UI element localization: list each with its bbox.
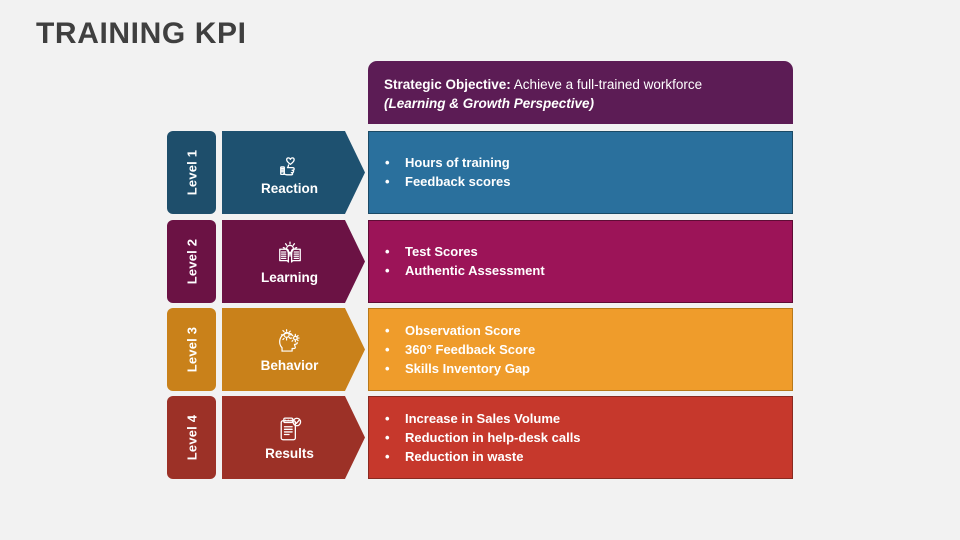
kpi-row: Level 1 Reaction • Hours of training • Fee… bbox=[167, 131, 793, 214]
bullet-text: Reduction in waste bbox=[405, 448, 524, 464]
level-label: Level 1 bbox=[184, 149, 199, 196]
stage-name: Results bbox=[265, 446, 314, 461]
clipboard-check-icon bbox=[277, 416, 301, 441]
bullet-glyph: • bbox=[385, 262, 390, 278]
bullet-glyph: • bbox=[385, 154, 390, 170]
objective-line-1: Strategic Objective: Achieve a full-trai… bbox=[384, 76, 793, 94]
bullet-item: • Hours of training bbox=[377, 154, 792, 173]
bullet-text: 360° Feedback Score bbox=[405, 342, 536, 358]
bullet-text: Increase in Sales Volume bbox=[405, 411, 561, 427]
thumbs-up-heart-icon bbox=[279, 157, 295, 176]
level-label: Level 3 bbox=[184, 326, 199, 373]
bullet-item: • Reduction in waste bbox=[377, 448, 792, 467]
bullet-glyph: • bbox=[385, 342, 390, 358]
kpi-panel-3: •Observation Score •360° Feedback Score … bbox=[368, 308, 793, 391]
bullet-glyph: • bbox=[385, 323, 390, 339]
bullet-text: Hours of training bbox=[405, 154, 510, 170]
level-chip-3[interactable]: Level 3 bbox=[167, 308, 216, 391]
bullet-text: Observation Score bbox=[405, 323, 521, 339]
bullet-text: Feedback scores bbox=[405, 173, 511, 189]
level-label: Level 2 bbox=[184, 238, 199, 285]
bullet-glyph: • bbox=[385, 243, 390, 259]
bullet-text: Authentic Assessment bbox=[405, 262, 545, 278]
level-label: Level 4 bbox=[184, 414, 199, 461]
bullet-glyph: • bbox=[385, 411, 390, 427]
kpi-row: Level 4 Results • Increase in Sales Volum… bbox=[167, 396, 793, 479]
bullet-item: • Test Scores bbox=[377, 243, 792, 262]
book-lightbulb-icon bbox=[278, 241, 301, 263]
kpi-panel-1: • Hours of training • Feedback scores bbox=[368, 131, 793, 214]
stage-arrow-learning[interactable]: Learning bbox=[222, 220, 365, 303]
bullet-glyph: • bbox=[385, 430, 390, 446]
bullet-item: • Authentic Assessment bbox=[377, 262, 792, 281]
objective-perspective: (Learning & Growth Perspective) bbox=[384, 95, 595, 111]
bullet-text: Skills Inventory Gap bbox=[405, 360, 530, 376]
kpi-row: Level 3 Behavior • Observation Score • 360… bbox=[167, 308, 793, 391]
page-title: TRAINING KPI bbox=[36, 17, 247, 50]
strategic-objective-banner: Strategic Objective: Achieve a full-trai… bbox=[368, 61, 793, 124]
level-chip-1[interactable]: Level 1 bbox=[167, 131, 216, 214]
bullet-item: • 360° Feedback Score bbox=[377, 341, 792, 360]
bullet-glyph: • bbox=[385, 173, 390, 189]
bullet-item: • Increase in Sales Volume bbox=[377, 410, 792, 429]
bullet-glyph: • bbox=[385, 448, 390, 464]
level-chip-4[interactable]: Level 4 bbox=[167, 396, 216, 479]
stage-arrow-behavior[interactable]: Behavior bbox=[222, 308, 365, 391]
kpi-panel-2: • Test Scores • Authentic Assessment bbox=[368, 220, 793, 303]
level-chip-2[interactable]: Level 2 bbox=[167, 220, 216, 303]
kpi-row: Level 2 Learning • Test Scores • Authentic… bbox=[167, 220, 793, 303]
bullet-glyph: • bbox=[385, 360, 390, 376]
bullet-text: Reduction in help-desk calls bbox=[405, 430, 581, 446]
stage-name: Behavior bbox=[260, 358, 319, 373]
stage-arrow-results[interactable]: Results bbox=[222, 396, 365, 479]
bullet-text: Test Scores bbox=[405, 243, 478, 259]
stage-arrow-reaction[interactable]: Reaction bbox=[222, 131, 365, 214]
objective-text: Achieve a full-trained workforce bbox=[510, 77, 703, 92]
bullet-item: • Feedback scores bbox=[377, 173, 792, 192]
bullet-item: • Observation Score bbox=[377, 322, 792, 341]
bullet-item: • Reduction in help-desk calls bbox=[377, 429, 792, 448]
objective-label: Strategic Objective: bbox=[384, 77, 511, 92]
head-gears-icon bbox=[278, 329, 300, 352]
kpi-panel-4: • Increase in Sales Volume • Reduction in … bbox=[368, 396, 793, 479]
bullet-item: • Skills Inventory Gap bbox=[377, 360, 792, 379]
stage-name: Learning bbox=[260, 270, 318, 285]
stage-name: Reaction bbox=[260, 181, 318, 196]
